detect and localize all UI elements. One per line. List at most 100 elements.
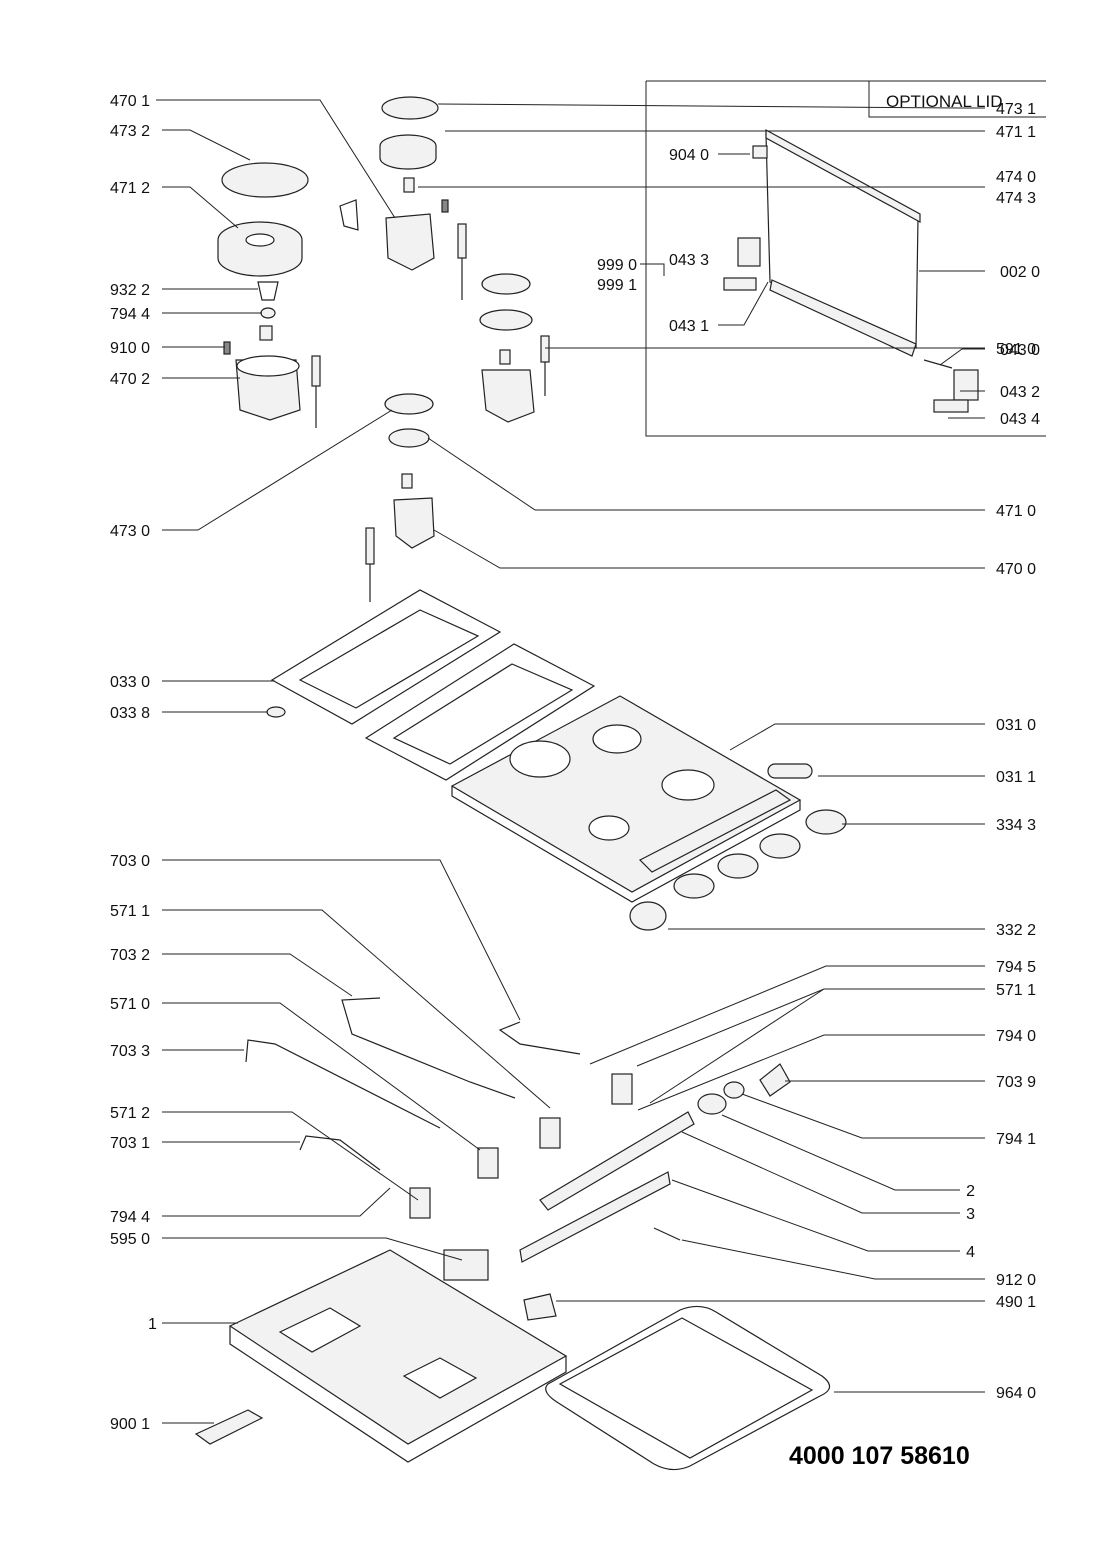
callout-043-1: 043 1 [669,318,709,335]
leader-031-0 [729,723,985,751]
leader-571-1-left [162,909,551,1109]
burner-hole-4 [588,815,630,841]
lid-hinge-right [953,369,979,401]
callout-571-1-left: 571 1 [110,903,150,920]
control-panel-cap [767,763,813,779]
seal-top [260,307,276,319]
callout-703-3: 703 3 [110,1043,150,1060]
callout-043-0: 043 0 [1000,342,1040,359]
callout-794-1: 794 1 [996,1131,1036,1148]
burner-body-mid [393,497,435,549]
callout-473-0: 473 0 [110,523,150,540]
leader-571-1-right [636,988,985,1104]
burner-cap-small-top [381,96,439,120]
leader-595-0 [162,1237,463,1261]
leader-2 [721,1114,960,1191]
callout-031-1: 031 1 [996,769,1036,786]
callout-470-1: 470 1 [110,93,150,110]
lid-pin-right [923,359,953,369]
burner-cap-mid [384,393,434,415]
leader-794-4-bottom [162,1187,391,1217]
callout-591-0: 591 0 [996,341,1036,358]
callout-471-0: 471 0 [996,503,1036,520]
leader-703-0 [162,859,521,1021]
injector-mid [401,473,413,489]
callout-470-2: 470 2 [110,371,150,388]
gas-valve-4 [409,1187,431,1219]
injector-right [499,349,511,365]
leader-043-1 [718,281,769,326]
igniter-mid-head [365,527,375,565]
pan-support-left [270,589,502,725]
gas-valve-1 [611,1073,633,1105]
lid-rim-bottom [769,279,917,357]
gas-valve-2 [539,1117,561,1149]
callout-033-8: 033 8 [110,705,150,722]
injector-left [259,325,273,341]
callout-571-0: 571 0 [110,996,150,1013]
callout-703-2: 703 2 [110,947,150,964]
base-tray-recess-2 [402,1357,478,1399]
leader-043-0 [939,348,985,366]
screw-left [223,341,231,355]
callout-3: 3 [966,1206,975,1223]
callout-002-0: 002 0 [1000,264,1040,281]
callout-904-0: 904 0 [669,147,709,164]
callout-4: 4 [966,1244,975,1261]
leader-473-2 [162,129,251,161]
document-number: 4000 107 58610 [789,1442,970,1470]
callout-964-0: 964 0 [996,1385,1036,1402]
optional-lid-title-box [868,81,1046,118]
knob-2 [759,833,801,859]
callout-043-2: 043 2 [1000,384,1040,401]
lid-hinge-left [737,237,761,267]
burner-body-right [481,369,535,423]
callout-1: 1 [148,1316,157,1333]
leader-471-2 [162,186,239,229]
callout-703-1: 703 1 [110,1135,150,1152]
burner-hole-2 [592,724,642,754]
callout-470-0: 470 0 [996,561,1036,578]
hob-top-plate-edge [451,786,801,903]
callout-031-0: 031 0 [996,717,1036,734]
callout-490-1: 490 1 [996,1294,1036,1311]
seal-gasket-inner [558,1317,814,1459]
optional-lid-box: OPTIONAL LID [645,80,1046,437]
burner-crown-large-base [217,240,303,277]
leader-3 [681,1131,960,1214]
leader-4 [671,1179,960,1252]
pipe-seal [723,1081,745,1099]
knob-1 [805,809,847,835]
callout-471-1: 471 1 [996,124,1036,141]
ignition-button [629,901,667,931]
control-panel-strip [638,789,792,873]
igniter-left-head [311,355,321,387]
callout-794-5: 794 5 [996,959,1036,976]
callout-794-4-top: 794 4 [110,306,150,323]
leader-471-0 [427,437,985,511]
knob-4 [673,873,715,899]
leader-lines [156,99,985,1424]
callout-595-0: 595 0 [110,1231,150,1248]
callout-900-1: 900 1 [110,1416,150,1433]
callout-332-2: 332 2 [996,922,1036,939]
base-tray-edge [229,1326,567,1463]
pipe-nut [697,1093,727,1115]
burner-body-left-ring [236,355,300,377]
base-tray [228,1249,568,1445]
callout-474-3: 474 3 [996,190,1036,207]
callout-2: 2 [966,1183,975,1200]
callout-473-1: 473 1 [996,101,1036,118]
leader-571-2 [162,1111,419,1201]
parts-illustration [194,96,979,1471]
callout-794-0: 794 0 [996,1028,1036,1045]
callout-043-4: 043 4 [1000,411,1040,428]
leader-794-1 [741,1093,985,1139]
gas-pipe-1 [498,1021,581,1055]
pan-support-right [364,643,596,781]
callout-703-9: 703 9 [996,1074,1036,1091]
igniter-top-head [457,223,467,259]
screw-top [441,199,449,213]
